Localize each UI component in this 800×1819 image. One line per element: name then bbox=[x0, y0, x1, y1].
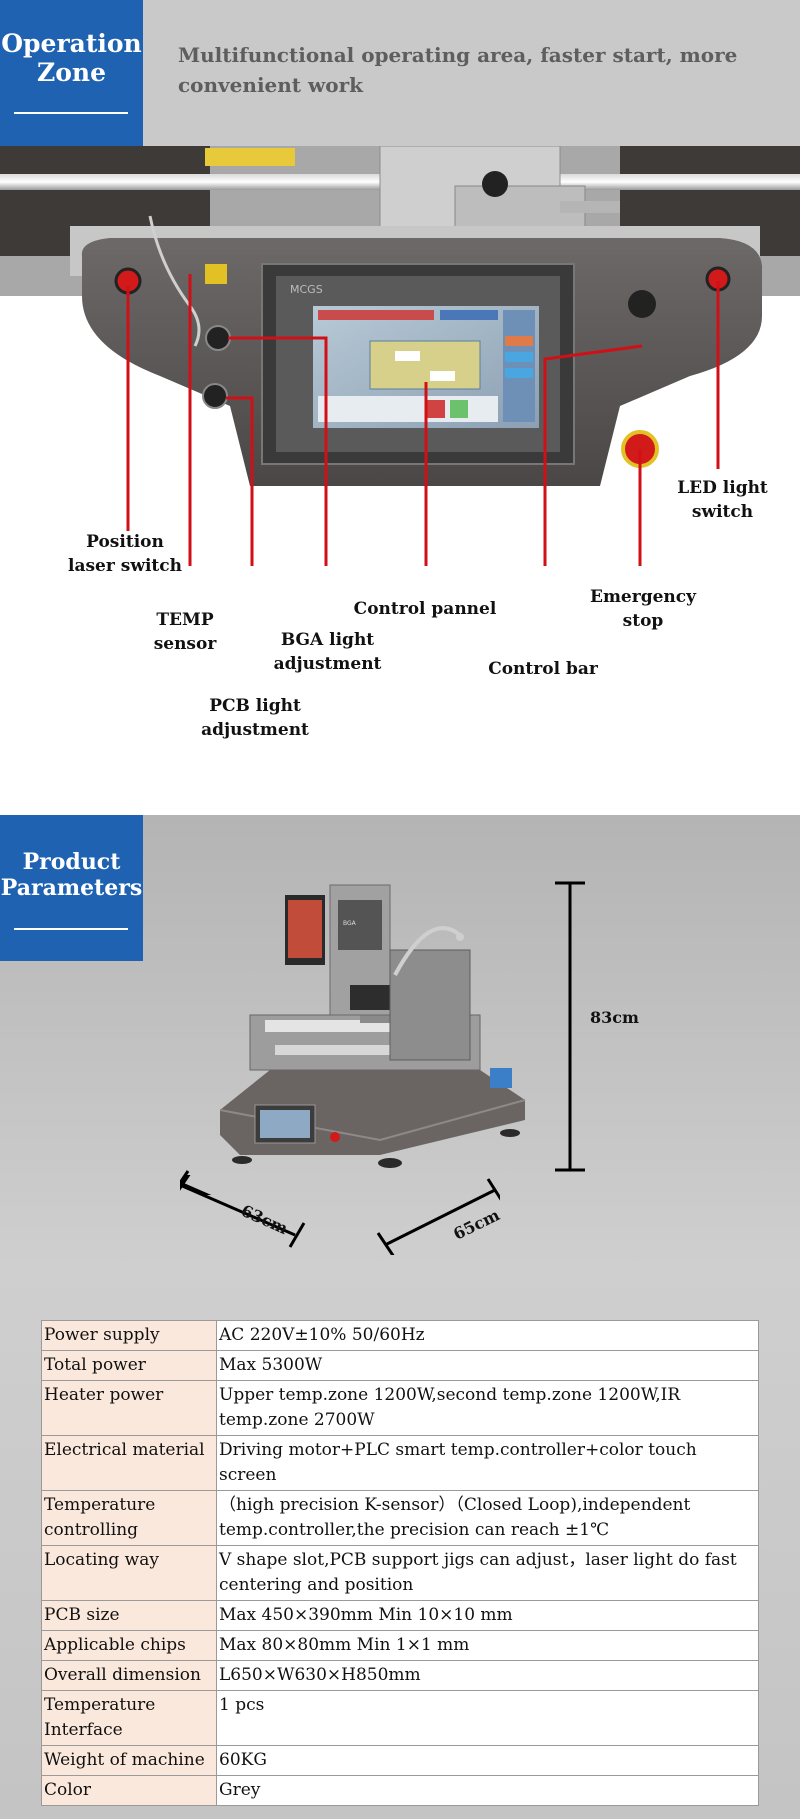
param-value-cell: Max 450×390mm Min 10×10 mm bbox=[216, 1600, 759, 1631]
product-parameters-badge: Product Parameters bbox=[0, 815, 143, 961]
callout-lines bbox=[126, 274, 720, 566]
badge-title-line1: Operation bbox=[1, 29, 142, 58]
param-key-cell: Heater power bbox=[41, 1380, 217, 1436]
callout-position-laser-switch: Position laser switch bbox=[68, 532, 182, 576]
temp-sensor-port-icon bbox=[205, 264, 227, 284]
operation-zone-section: Operation Zone Multifunctional operating… bbox=[0, 0, 800, 815]
param-value-cell: 60KG bbox=[216, 1745, 759, 1776]
operation-zone-header: Operation Zone Multifunctional operating… bbox=[0, 0, 800, 146]
callout-control-pannel: Control pannel bbox=[353, 599, 497, 619]
param-key-cell: Temperature controlling bbox=[41, 1490, 217, 1546]
operation-zone-badge: Operation Zone bbox=[0, 0, 143, 146]
param-value-cell: AC 220V±10% 50/60Hz bbox=[216, 1320, 759, 1351]
dimension-lines bbox=[180, 881, 585, 1195]
bga-knob-icon bbox=[205, 325, 231, 351]
param-key-cell: Weight of machine bbox=[41, 1745, 217, 1776]
subtitle-line1: Multifunctional operating area, faster s… bbox=[178, 43, 738, 67]
control-bar-joystick-icon bbox=[628, 290, 656, 318]
callout-control-bar: Control bar bbox=[488, 659, 598, 679]
operation-zone-subtitle: Multifunctional operating area, faster s… bbox=[178, 40, 768, 100]
badge-underline bbox=[14, 112, 128, 114]
svg-text:BGA: BGA bbox=[343, 920, 357, 927]
table-row: Temperature controlling（high precision K… bbox=[41, 1490, 759, 1546]
control-panel-photo: MCGS bbox=[0, 146, 800, 566]
bga-station-machine-image: BGA bbox=[180, 881, 585, 1195]
param-key-cell: Overall dimension bbox=[41, 1660, 217, 1691]
callout-temp-sensor: TEMP sensor bbox=[153, 610, 217, 654]
pcb-knob-icon bbox=[202, 383, 228, 409]
param-value-cell: （high precision K-sensor）（Closed Loop),i… bbox=[216, 1490, 759, 1546]
param-key-cell: Power supply bbox=[41, 1320, 217, 1351]
callout-bga-light: BGA light adjustment bbox=[273, 630, 382, 674]
dimension-height-label: 83cm bbox=[590, 1008, 639, 1027]
param-value-cell: V shape slot,PCB support jigs can adjust… bbox=[216, 1545, 759, 1601]
param-key-cell: Total power bbox=[41, 1350, 217, 1381]
param-key-cell: Applicable chips bbox=[41, 1630, 217, 1661]
param-value-cell: L650×W630×H850mm bbox=[216, 1660, 759, 1691]
product-parameters-section: Product Parameters BGA bbox=[0, 815, 800, 1819]
badge-title-line2: Zone bbox=[36, 58, 106, 87]
control-panel-illustration: MCGS bbox=[0, 146, 800, 566]
param-value-cell: 1 pcs bbox=[216, 1690, 759, 1746]
callout-pcb-light: PCB light adjustment bbox=[201, 696, 309, 740]
param-key-cell: Color bbox=[41, 1775, 217, 1806]
param-value-cell: Driving motor+PLC smart temp.controller+… bbox=[216, 1435, 759, 1491]
badge-title-line1: Product bbox=[22, 849, 121, 875]
subtitle-line2: convenient work bbox=[178, 73, 363, 97]
param-value-cell: Upper temp.zone 1200W,second temp.zone 1… bbox=[216, 1380, 759, 1436]
param-value-cell: Max 80×80mm Min 1×1 mm bbox=[216, 1630, 759, 1661]
callout-led-light-switch: LED light switch bbox=[677, 478, 768, 522]
param-key-cell: Electrical material bbox=[41, 1435, 217, 1491]
badge-title-line2: Parameters bbox=[0, 875, 143, 901]
param-key-cell: Locating way bbox=[41, 1545, 217, 1601]
callout-emergency-stop: Emergency stop bbox=[589, 587, 696, 631]
badge-underline bbox=[14, 928, 128, 930]
param-value-cell: Grey bbox=[216, 1775, 759, 1806]
dimension-lines-bottom bbox=[180, 1175, 500, 1255]
param-key-cell: PCB size bbox=[41, 1600, 217, 1631]
param-key-cell: Temperature Interface bbox=[41, 1690, 217, 1746]
param-value-cell: Max 5300W bbox=[216, 1350, 759, 1381]
panel-brand: MCGS bbox=[290, 283, 323, 296]
